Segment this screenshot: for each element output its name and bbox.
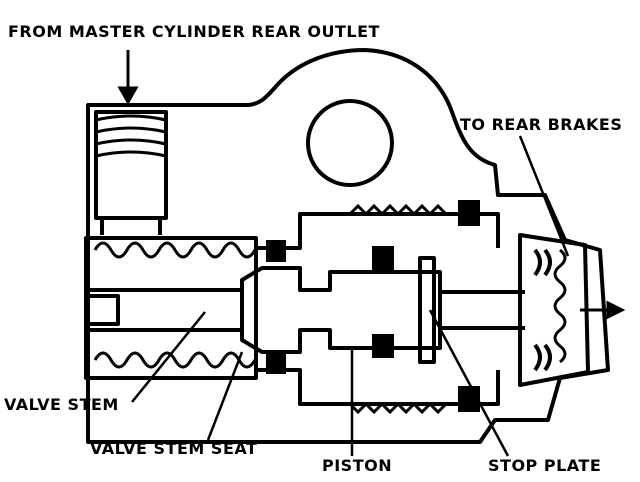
seal-upper-mid [372,246,394,270]
valve-stem-seat-leader [206,351,244,441]
inlet-fitting [94,110,168,220]
piston-body [240,266,442,354]
lower-spring [93,351,257,369]
stop-plate-leader [428,309,510,457]
valve-body-outline [86,48,610,444]
valve-stem-seat-label: VALVE STEM SEAT [90,439,258,458]
stop-plate-shape [418,256,436,364]
seal-lower-left [266,352,286,374]
to-rear-leader [518,135,570,257]
seal-upper-right [458,200,480,226]
valve-stem-label: VALVE STEM [4,395,119,414]
left-bore [84,236,258,380]
valve-stem-leader [131,311,206,403]
center-bore [256,212,500,406]
upper-threads [348,203,448,217]
inlet-threads [95,114,167,158]
mounting-hole [306,99,394,187]
from-master-cylinder-label: FROM MASTER CYLINDER REAR OUTLET [8,22,380,41]
lower-threads [348,401,448,415]
seal-lower-mid [372,334,394,358]
stop-plate-label: STOP PLATE [488,456,602,475]
outlet-fitting [518,233,590,387]
seal-upper-left [266,240,286,262]
piston-label: PISTON [322,456,393,475]
outlet-threads [553,248,567,364]
to-rear-brakes-label: TO REAR BRAKES [460,115,623,134]
upper-spring [93,241,257,259]
